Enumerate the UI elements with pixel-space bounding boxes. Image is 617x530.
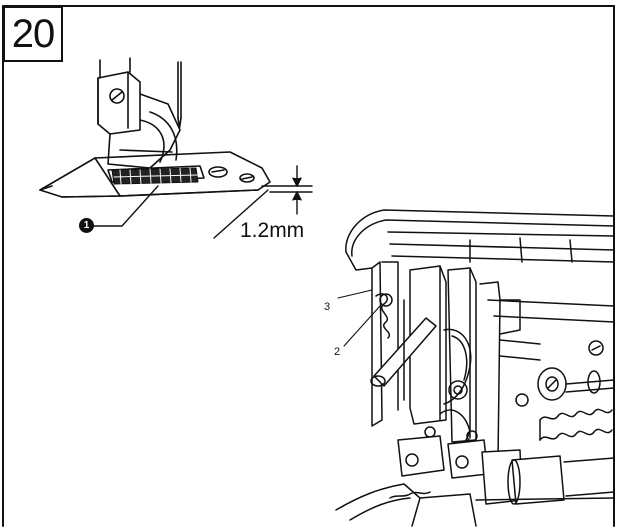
- dimension-label: 1.2mm: [240, 219, 305, 242]
- step-number: 20: [11, 11, 56, 56]
- part-label-lower: 2: [334, 346, 341, 358]
- part-leaders: [337, 289, 381, 347]
- page-frame: [2, 5, 615, 527]
- step-number-box: 20: [3, 6, 63, 62]
- callout-leader: [93, 185, 159, 227]
- dimension-indicator: [213, 165, 313, 239]
- callout-marker: 1: [79, 218, 94, 233]
- mechanism-detail: [335, 209, 615, 527]
- feed-dog-teeth: [111, 167, 199, 185]
- part-label-upper: 3: [324, 301, 331, 313]
